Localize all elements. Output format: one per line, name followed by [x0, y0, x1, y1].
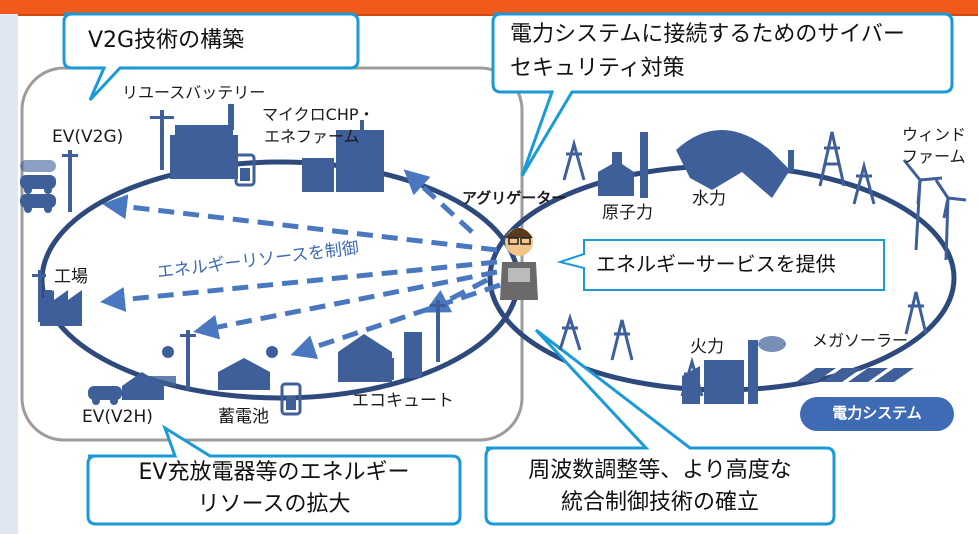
factory-icon: [32, 270, 82, 326]
aggregator-person-icon: [500, 228, 538, 300]
ev-v2g-icon: [20, 150, 78, 213]
label-hydro: 水力: [692, 189, 726, 209]
control-arrows: [100, 169, 501, 360]
label-thermal: 火力: [690, 337, 724, 357]
callout-v2g-box: [62, 12, 360, 102]
label-ev-v2g: EV(V2G): [52, 127, 124, 147]
label-wind-2: ファーム: [902, 147, 966, 166]
callout-service: エネルギーサービスを提供: [596, 252, 836, 276]
label-micro-chp-1: マイクロCHP・: [262, 105, 375, 124]
label-ecocute: エコキュート: [352, 391, 454, 411]
nuclear-plant-icon: [598, 132, 648, 198]
storage-battery-icon: [218, 346, 302, 416]
mega-solar-icon: [796, 368, 914, 382]
ev-v2h-icon: [88, 330, 196, 405]
callout-cyber-box: [491, 12, 954, 177]
left-strip: [0, 14, 18, 534]
callout-ev-box: [86, 424, 462, 526]
power-system-badge-label: 電力システム: [832, 404, 922, 422]
label-wind-1: ウィンド: [902, 125, 967, 144]
reuse-battery-icon: [150, 104, 256, 187]
power-system-badge: [800, 397, 954, 431]
callout-freq-line1: 周波数調整等、より高度な: [528, 458, 792, 483]
label-mega-solar: メガソーラー: [812, 331, 909, 350]
label-nuclear: 原子力: [602, 203, 653, 223]
callout-ev-line2: リソースの拡大: [197, 492, 351, 517]
label-reuse-battery: リユースバッテリー: [122, 83, 266, 102]
callout-cyber-line2: セキュリティ対策: [510, 56, 685, 81]
ecocute-icon: [338, 300, 446, 382]
callout-ev-line1: EV充放電器等のエネルギー: [138, 460, 410, 485]
label-ev-v2h: EV(V2H): [82, 407, 153, 427]
thermal-plant-icon: [682, 336, 786, 404]
micro-chp-icon: [302, 120, 384, 192]
label-factory: 工場: [54, 267, 88, 287]
callout-freq-box: [484, 328, 836, 526]
header-bar: [0, 0, 978, 16]
callout-v2g: V2G技術の構築: [88, 28, 245, 53]
label-micro-chp-2: エネファーム: [264, 127, 360, 146]
callout-service-box: [556, 239, 885, 291]
wind-turbine-icons: [902, 159, 967, 261]
callout-freq-line2: 統合制御技術の確立: [560, 490, 759, 515]
callout-cyber-line1: 電力システムに接続するためのサイバー: [510, 22, 905, 47]
label-storage: 蓄電池: [218, 407, 269, 427]
hydro-dam-icon: [676, 130, 794, 198]
label-aggregator: アグリゲーター: [462, 189, 567, 207]
